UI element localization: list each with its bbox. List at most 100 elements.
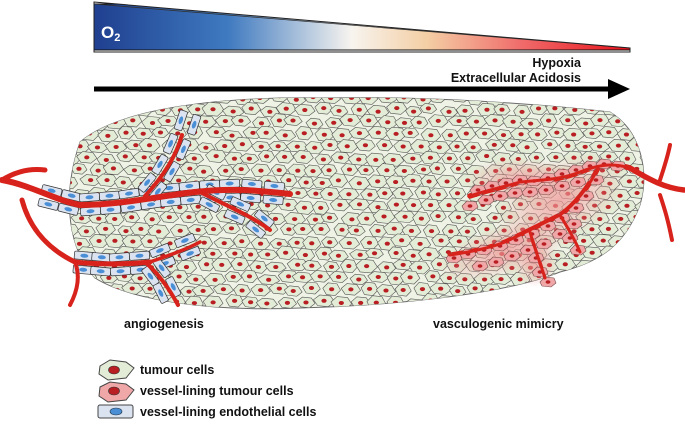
tumour-cell	[240, 269, 259, 283]
oxygen-symbol: O	[101, 23, 115, 42]
tumour-cell	[333, 222, 351, 237]
tumour-cell	[410, 115, 429, 129]
tumour-cell	[328, 249, 349, 262]
tumour-cell	[558, 139, 578, 153]
endothelial-cell	[229, 196, 251, 212]
vessel-right-up	[658, 143, 672, 182]
tumour-cell	[292, 222, 314, 236]
proton-superscript: +	[605, 8, 611, 19]
tumour-cell	[124, 97, 145, 103]
tumour-cell	[191, 285, 215, 297]
tumour-cell	[607, 138, 630, 153]
vessel-right-small2-lumen	[558, 213, 582, 254]
endothelial-cell	[262, 194, 284, 206]
legend-endothelial-cells-label: vessel-lining endothelial cells	[140, 405, 317, 419]
tumour-cell	[635, 129, 644, 142]
tumour-cell	[69, 163, 73, 176]
tumour-cell	[268, 282, 290, 295]
tumour-cell	[202, 295, 224, 309]
tumour-cell	[292, 150, 314, 164]
tumour-cell	[283, 115, 303, 126]
tumour-cell	[159, 211, 180, 224]
tumour-cell	[294, 103, 316, 117]
tumour-cell	[455, 104, 475, 117]
tumour-cell	[456, 126, 477, 141]
tumour-cell	[401, 152, 424, 165]
tumour-cell	[424, 270, 442, 283]
tumour-cell	[302, 281, 321, 295]
tumour-cell	[607, 259, 630, 272]
vasculogenic-mimicry-label: vasculogenic mimicry	[433, 317, 564, 331]
tumour-cell	[311, 222, 331, 236]
tumour-cell	[270, 97, 290, 103]
ph-oxygen-gradient	[93, 1, 631, 53]
tumour-cell	[76, 151, 98, 164]
tumour-cell	[412, 211, 431, 226]
tumour-cell	[458, 225, 477, 238]
vessel-left-lower-branch	[143, 260, 180, 307]
proton-label: H+	[592, 7, 611, 28]
vessel-left-main	[0, 177, 293, 208]
vessel-left-branch-up	[143, 133, 184, 198]
tumour-cell	[627, 97, 644, 104]
tumour-cell	[195, 235, 214, 250]
tumour-cell	[196, 142, 216, 154]
tumour-cell	[50, 213, 67, 224]
tumour-cell	[79, 100, 98, 116]
tumour-cell	[239, 153, 260, 165]
vessel-right-branch-lumen	[448, 166, 600, 257]
tumour-cell	[428, 187, 448, 201]
tumour-cell	[401, 127, 420, 139]
tumour-cell	[530, 294, 552, 309]
legend-vessel-lining-tumour-cells-label: vessel-lining tumour cells	[140, 384, 294, 398]
tumour-cell	[340, 283, 361, 296]
tumour-cell	[347, 225, 366, 236]
tumour-cell	[69, 128, 81, 142]
endothelial-cell	[108, 252, 130, 263]
endothelial-cell	[40, 184, 63, 198]
tumour-cell	[589, 282, 610, 294]
tumour-cell	[295, 248, 316, 262]
tumour-cell	[232, 234, 251, 249]
tumour-cell	[393, 164, 416, 178]
tumour-cell	[251, 140, 272, 153]
tumour-cell	[540, 138, 559, 150]
tumour-cell	[413, 164, 434, 175]
tumour-cell	[557, 97, 577, 105]
endothelial-cell	[173, 109, 188, 131]
tumour-cell	[608, 284, 629, 297]
tumour-cell	[328, 173, 349, 188]
tumour-cell	[546, 296, 564, 309]
tumour-cell	[297, 176, 315, 189]
endothelial-cell	[224, 209, 246, 225]
tumour-cell	[447, 210, 469, 224]
legend	[97, 359, 135, 419]
vessel-left-lower-up	[148, 240, 202, 264]
direction-arrow	[94, 79, 630, 99]
endothelial-cell	[219, 178, 241, 189]
tumour-cell	[311, 177, 333, 189]
tumour-cell	[591, 233, 615, 248]
tumour-cell	[50, 94, 68, 105]
tumour-cell	[211, 257, 233, 273]
tumour-cell	[194, 209, 214, 225]
tumour-cell	[367, 126, 390, 140]
tumour-cell	[283, 212, 306, 227]
tumour-cell	[151, 127, 170, 138]
tumour-cell	[285, 140, 309, 153]
tumour-cell	[476, 102, 498, 117]
tumour-cell	[329, 105, 349, 117]
endothelial-cell	[149, 243, 171, 258]
pink-tumour-cell	[537, 184, 555, 196]
tumour-cell	[255, 297, 278, 309]
tumour-cell	[338, 236, 361, 250]
pink-tumour-cell	[569, 176, 587, 188]
tumour-cell	[367, 271, 390, 283]
tumour-cell	[123, 164, 146, 176]
tumour-cell	[563, 269, 585, 284]
endothelial-cell	[110, 266, 132, 277]
endothelial-cell	[118, 187, 140, 200]
tumour-cell	[635, 295, 644, 308]
tumour-cell	[372, 209, 396, 224]
